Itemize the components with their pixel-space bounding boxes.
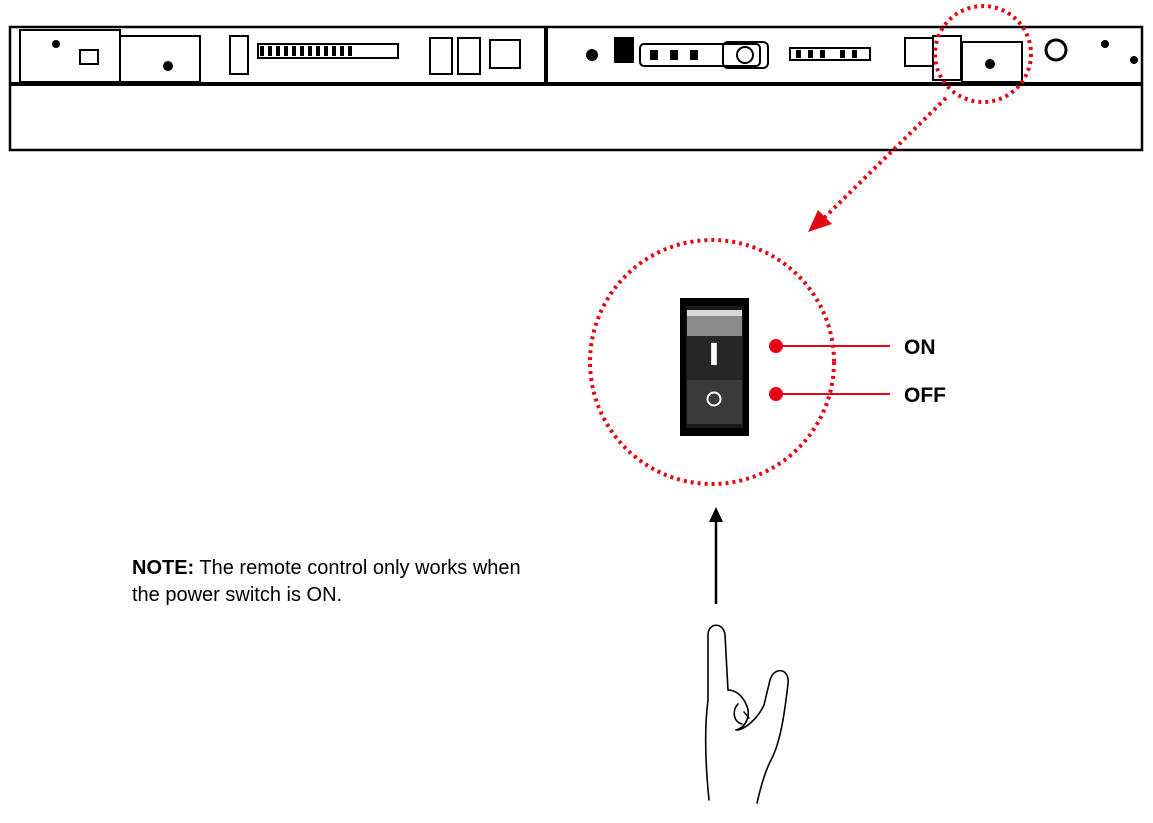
zoom-highlight-circle [588,238,836,486]
panel-highlight-circle [933,4,1033,104]
rear-panel-illustration [8,25,1144,152]
on-indicator [769,339,890,353]
note-prefix: NOTE: [132,557,195,579]
off-indicator [769,387,890,401]
callout-arrow [808,96,948,232]
on-label: ON [904,336,936,359]
switch-off-symbol [706,391,722,407]
hand-pointing-icon [704,624,789,804]
note-text: NOTE: The remote control only works when… [132,555,552,609]
rocker-switch-icon: I [680,298,749,436]
off-label: OFF [904,384,946,407]
up-arrow [709,507,723,604]
switch-on-symbol: I [708,338,719,373]
note-body: The remote control only works when the p… [132,557,521,606]
